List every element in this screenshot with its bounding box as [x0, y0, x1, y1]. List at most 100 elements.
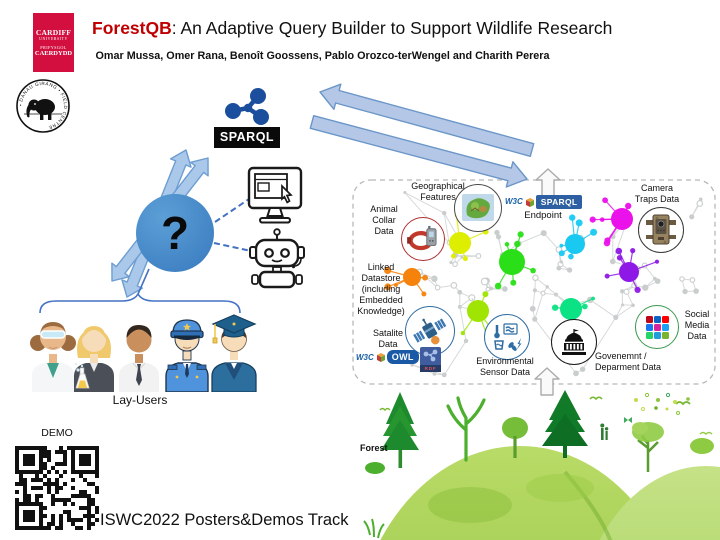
connector-to-robot: [213, 242, 257, 253]
demo-label: DEMO: [41, 427, 73, 439]
users-brace-stem: [137, 268, 150, 295]
lay-users-group: [28, 304, 263, 392]
qr-code: [15, 446, 99, 530]
transfer-arrows: [309, 83, 535, 188]
butterfly-icon: [624, 417, 632, 423]
graph-hub-node: [499, 249, 525, 275]
cursor-icon: [281, 183, 293, 204]
social-icon: [653, 323, 661, 331]
owl-badge: W3C OWL: [356, 350, 419, 364]
social-icon: [645, 323, 653, 331]
bird-icon: [589, 396, 603, 401]
user-scientist: [30, 322, 76, 392]
graph-hub-node: [619, 262, 639, 282]
label-satellite-data: Satalite Data: [372, 328, 404, 349]
label-animal-collar-data: Animal Collar Data: [370, 204, 398, 236]
animal-collar-node: [401, 217, 445, 261]
social-icon: [653, 331, 661, 339]
cardiff-line2: UNIVERSITY: [39, 37, 68, 41]
rdf-label: RDF: [420, 365, 441, 372]
w3c-logo: W3C: [356, 352, 374, 362]
robot-icon: [249, 228, 305, 289]
track-label: ISWC2022 Posters&Demos Track: [100, 511, 349, 529]
title-accent: ForestQB: [92, 18, 172, 38]
cardiff-line1: CARDIFF: [35, 28, 72, 37]
lightning-icon: [516, 338, 522, 350]
graph-hub-node: [565, 234, 585, 254]
label-forest: Forest: [360, 443, 388, 453]
map-icon: [462, 194, 494, 221]
user-police-officer: [165, 319, 209, 392]
question-circle: ?: [136, 194, 214, 272]
lay-users-label: Lay-Users: [112, 393, 168, 407]
tree-round: [502, 417, 528, 439]
datastore-region-border: [352, 179, 716, 385]
semantic-cube-icon: [525, 197, 534, 207]
cardiff-line4: CAERDYDD: [34, 50, 73, 57]
star-badge-icon: [183, 323, 191, 331]
forest-illustration: [363, 390, 720, 540]
cardiff-university-logo: CARDIFF UNIVERSITY PRIFYSGOL CAERDYDD: [33, 13, 74, 72]
confetti-dots: [624, 392, 690, 423]
social-media-node: [635, 305, 679, 349]
social-icon: [645, 331, 653, 339]
label-social-media-data: Social Media Data: [684, 309, 710, 341]
tie-icon: [136, 364, 142, 386]
camera-trap-icon: [646, 214, 676, 245]
government-building-icon: [562, 328, 586, 355]
mortarboard-icon: [211, 314, 257, 344]
user-graduate: [211, 314, 257, 392]
graph-hub-node: [611, 208, 633, 230]
endpoint-caption: Endpoint: [524, 210, 562, 221]
field-centre-logo: • DANAU GIRANG • FIELD CENTRE: [16, 79, 70, 133]
sparql-endpoint-badge: W3C SPARQL: [505, 194, 583, 209]
collar-tracker-icon: [407, 225, 437, 251]
social-icons-grid: [645, 315, 669, 339]
bird-icon: [699, 431, 713, 436]
police-cap-icon: [170, 319, 204, 340]
bird-icon: [675, 401, 691, 406]
camera-trap-node: [638, 207, 684, 253]
up-arrows: [534, 168, 561, 396]
label-camera-traps-data: Camera Traps Data: [634, 183, 680, 204]
user-chemist: [74, 326, 114, 392]
graph-hub-node: [467, 300, 489, 322]
bird-icon: [379, 407, 391, 412]
label-government-data: Govenemnt / Deparment Data: [595, 351, 662, 372]
goggles-icon: [40, 330, 66, 339]
owl-box-label: OWL: [386, 350, 419, 364]
monitor-icon: [247, 166, 303, 224]
graph-hub-node: [449, 232, 471, 254]
sparql-logo: SPARQL: [214, 84, 280, 148]
label-geographical-features: Geographical Features: [411, 181, 465, 202]
label-linked-datastore: Linked Datastore (including Embedded Kno…: [357, 262, 405, 316]
semantic-cube-icon: [376, 353, 385, 362]
social-icon: [661, 323, 669, 331]
authors-line: Omar Mussa, Omer Rana, Benoît Goossens, …: [95, 50, 550, 62]
social-icon: [661, 315, 669, 323]
sensor-icons: [494, 323, 522, 351]
user-man: [119, 325, 159, 392]
title-rest: : An Adaptive Query Builder to Support W…: [171, 18, 613, 38]
graph-hub-node: [403, 268, 421, 286]
sparql-box-label: SPARQL: [535, 194, 583, 209]
elephant-icon: [24, 99, 62, 120]
w3c-logo: W3C: [505, 197, 523, 206]
rdf-molecule-icon: [423, 349, 438, 362]
social-icon: [653, 315, 661, 323]
sparql-logo-label: SPARQL: [214, 127, 280, 148]
tree-branchy: [446, 396, 486, 462]
rdf-badge: RDF: [420, 347, 441, 372]
social-icon: [645, 315, 653, 323]
flask-icon: [75, 363, 90, 389]
sparql-molecule-icon: [225, 88, 269, 125]
question-mark: ?: [160, 207, 190, 259]
connector-to-monitor: [214, 196, 253, 223]
environmental-sensor-node: [484, 314, 530, 360]
government-data-node: [551, 319, 597, 365]
satellite-icon: [412, 317, 448, 345]
page-title: ForestQB: An Adaptive Query Builder to S…: [92, 18, 612, 39]
cardiff-line3: PRIFYSGOL: [40, 45, 67, 50]
